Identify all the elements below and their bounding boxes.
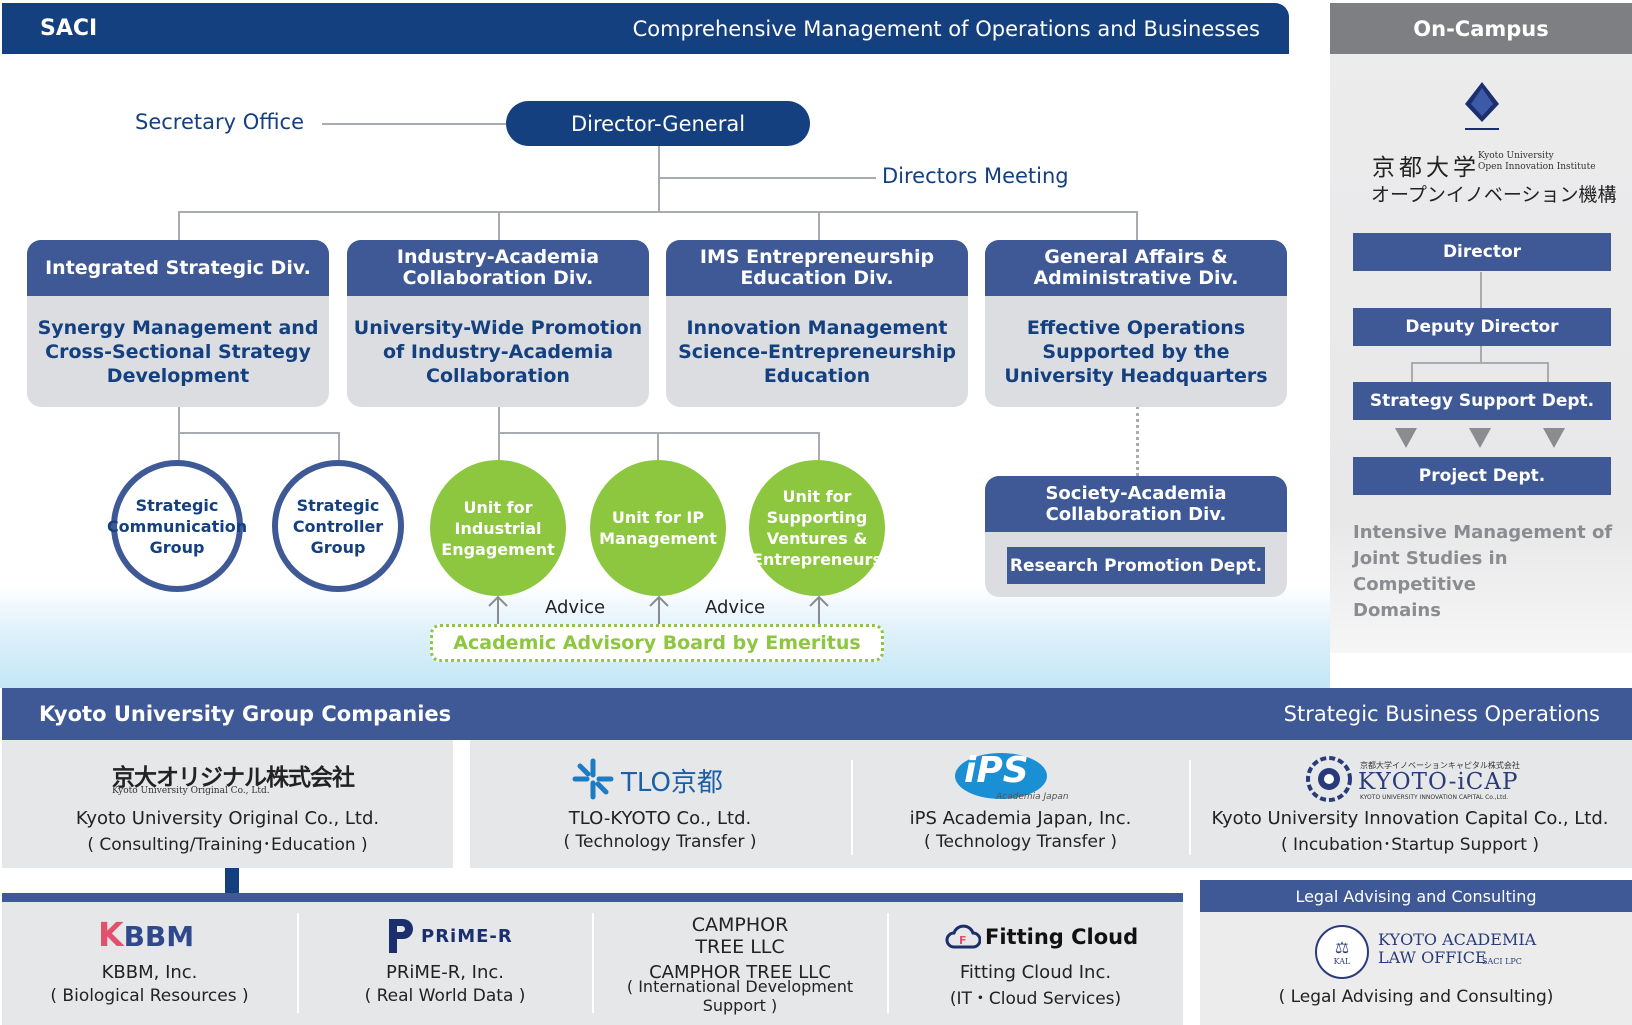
ips-logo-icon [955,753,1047,799]
company-cell-strategic [470,740,1632,868]
group-companies-bar [2,688,1632,740]
oc-director: Director [1353,233,1611,271]
company-role: ( Technology Transfer ) [563,832,757,852]
division-description: Innovation Management Science-Entreprene… [678,316,956,387]
strategic-business-title: Strategic Business Operations [1283,702,1600,726]
research-promotion-dept: Research Promotion Dept. [1007,547,1265,584]
legal-advising-header: Legal Advising and Consulting [1200,880,1632,912]
legal-logo-small: SACI LPC [1482,957,1522,966]
kyoto-original-logo: 京大オリジナル株式会社 [112,764,355,791]
company-role: ( Technology Transfer ) [923,832,1118,852]
ips-logo-text: iPS [964,750,1029,791]
icap-logo-top: 京都大学イノベーションキャピタル株式会社 [1360,761,1520,770]
company-name: Fitting Cloud Inc. [959,961,1112,983]
kyoto-original-logo-sub: Kyoto University Original Co., Ltd. [112,786,270,796]
group-companies-title: Kyoto University Group Companies [39,702,452,726]
division-general-affairs: General Affairs & Administrative Div. Ef… [985,240,1287,407]
camphor-logo-text: CAMPHOR TREE LLC [691,914,789,958]
company-role: ( Real World Data ) [364,986,526,1006]
society-academia-div: Society-Academia Collaboration Div. Rese… [985,476,1287,597]
strategic-controller-group: Strategic Controller Group [272,460,404,592]
icap-logo-text: KYOTO-iCAP [1358,769,1519,795]
division-title: IMS Entrepreneurship Education Div. [666,240,968,296]
advice-label: Advice [545,597,606,618]
division-title: General Affairs & Administrative Div. [985,240,1287,296]
saci-header-bar [2,3,1289,54]
company-cell-kyoto-original [2,740,453,868]
oc-strategy-support-dept: Strategy Support Dept. [1353,382,1611,420]
saci-subtitle: Comprehensive Management of Operations a… [632,16,1260,41]
company-name: CAMPHOR TREE LLC [649,961,831,983]
open-innovation-logo-icon [1465,82,1499,130]
division-description: Effective Operations Supported by the Un… [1004,316,1268,387]
advice-label: Advice [705,597,766,618]
legal-role: ( Legal Advising and Consulting) [1278,987,1554,1007]
kbbm-logo: KBBM [98,915,195,954]
down-arrows-icon [1395,428,1565,448]
oc-logo-en: Kyoto University Open Innovation Institu… [1478,151,1596,172]
division-ims-entrepreneurship: IMS Entrepreneurship Education Div. Inno… [666,240,968,407]
division-title: Integrated Strategic Div. [27,240,329,296]
prime-r-logo-text: PRiME-R [421,926,513,947]
legal-logo-text: KYOTO ACADEMIA LAW OFFICE [1378,930,1537,967]
advice-arrows-icon [488,595,829,626]
on-campus-header: On-Campus [1330,3,1632,54]
kal-badge-icon: ⚖ KAL [1315,925,1369,979]
oc-project-dept: Project Dept. [1353,457,1611,495]
company-name: Kyoto University Original Co., Ltd. [75,807,380,829]
tlo-logo-text: TLO京都 [621,768,723,798]
svg-text:F: F [959,934,967,947]
oc-logo-jp2: オープンイノベーション機構 [1371,184,1617,206]
company-name: iPS Academia Japan, Inc. [909,807,1132,829]
company-role: ( Incubation･Startup Support ) [1281,834,1539,855]
unit-industrial-engagement: Unit for Industrial Engagement [430,460,566,596]
unit-ip-management: Unit for IP Management [590,460,726,596]
company-role: ( International Development Support ) [626,977,854,1015]
director-general: Director-General [506,101,810,146]
icap-logo-sub: KYOTO UNIVERSITY INNOVATION CAPITAL Co.,… [1360,794,1509,801]
oc-logo-jp: 京都大学 [1372,155,1480,181]
secretary-office: Secretary Office [135,110,305,134]
oc-deputy-director: Deputy Director [1353,308,1611,346]
division-integrated-strategic: Integrated Strategic Div. Synergy Manage… [27,240,329,407]
company-role: (IT・Cloud Services) [949,988,1122,1009]
division-description: Synergy Management and Cross-Sectional S… [37,316,319,387]
fitting-cloud-logo-text: Fitting Cloud [985,925,1139,949]
fitting-cloud-logo-icon: F [945,924,981,949]
tlo-logo-icon [572,758,614,800]
division-title: Industry-Academia Collaboration Div. [347,240,649,296]
oc-description: Intensive Management of Joint Studies in… [1353,522,1613,621]
unit-supporting-ventures: Unit for Supporting Ventures & Entrepren… [749,460,885,596]
directors-meeting: Directors Meeting [882,164,1069,188]
company-role: ( Consulting/Training･Education ) [87,834,368,855]
legal-cell [1200,912,1632,1025]
company-name: Kyoto University Innovation Capital Co.,… [1211,807,1609,829]
company-role: ( Biological Resources ) [50,986,249,1006]
kal-badge-text: KAL [1333,957,1351,966]
company-name: TLO-KYOTO Co., Ltd. [568,807,752,829]
academic-advisory-board: Academic Advisory Board by Emeritus [430,624,884,662]
division-industry-academia: Industry-Academia Collaboration Div. Uni… [347,240,649,407]
prime-r-logo-icon [389,919,413,953]
ips-logo-sub: Academia Japan [996,792,1069,802]
saci-label: SACI [40,16,98,41]
strategic-communication-group: Strategic Communication Group [107,460,247,592]
icap-logo-icon [1306,756,1352,802]
society-div-title: Society-Academia Collaboration Div. [985,476,1287,532]
company-name: PRiME-R, Inc. [385,961,505,983]
company-name: KBBM, Inc. [101,961,198,983]
division-description: University-Wide Promotion of Industry-Ac… [353,316,643,387]
